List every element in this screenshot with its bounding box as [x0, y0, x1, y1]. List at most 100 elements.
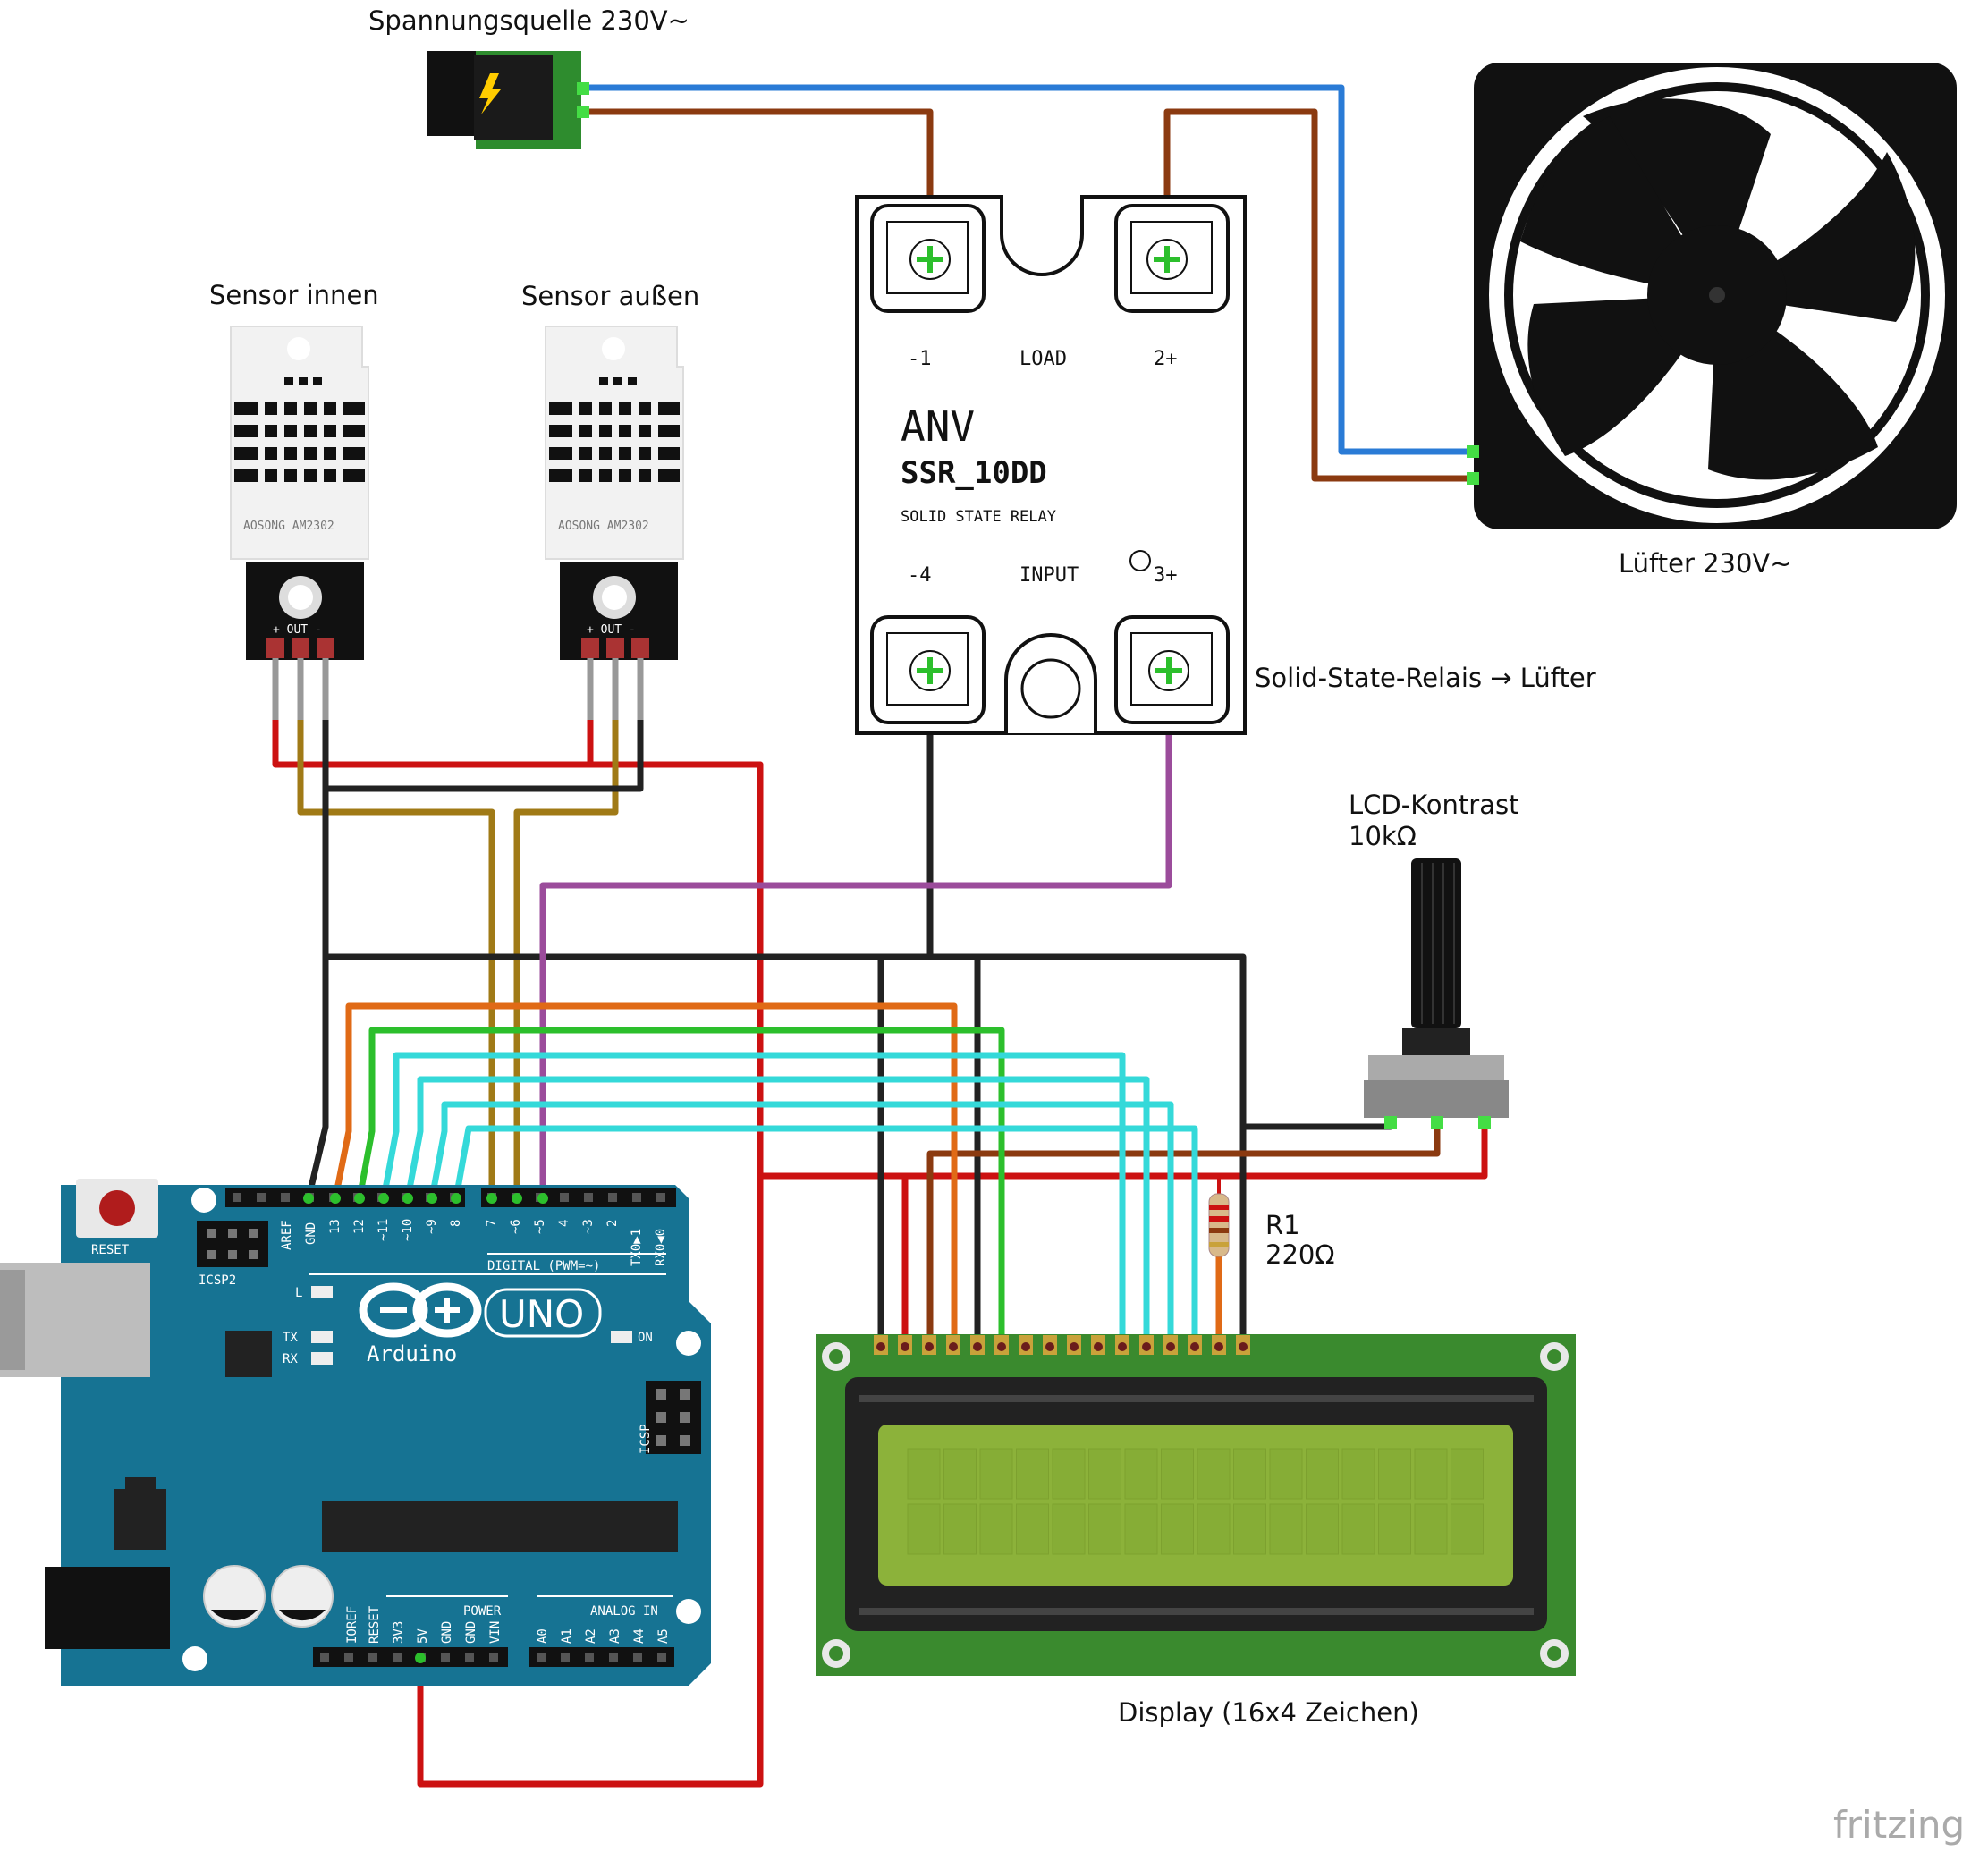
lcd-cell	[1197, 1503, 1231, 1555]
sensor-outside: Sensor außen AOSONG AM2302 + OUT -	[521, 281, 699, 720]
pin-vin-label: VIN	[488, 1621, 503, 1644]
pin-6-label: ~6	[509, 1219, 523, 1234]
pot-knob-ridges	[1421, 863, 1455, 1024]
header-hole	[537, 1653, 546, 1662]
arduino-brand: Arduino	[367, 1341, 457, 1366]
relay-terminal-2	[1114, 204, 1230, 313]
arduino-mount-hole-4	[182, 1646, 207, 1671]
pin-gnd2-label: GND	[440, 1621, 454, 1644]
lcd-cell	[907, 1503, 941, 1555]
lcd-cell	[1052, 1448, 1086, 1500]
lcd-mount-1-center	[829, 1349, 843, 1364]
digital-pin-labels: AREF GND 13 12 ~11 ~10 ~9 8 7 ~6 ~5 4 ~3…	[280, 1219, 668, 1266]
power-source-label: Spannungsquelle 230V~	[368, 5, 689, 36]
sensor-inside-screw-center	[288, 585, 313, 610]
resistor-band-3	[1209, 1228, 1229, 1233]
header-hole	[257, 1193, 266, 1202]
lcd-cell	[1306, 1448, 1339, 1500]
resistor-band-4	[1209, 1242, 1229, 1247]
header-hole	[633, 1653, 642, 1662]
pin-gnd-label: GND	[304, 1222, 318, 1245]
pin-aref-label: AREF	[280, 1220, 294, 1250]
relay-model: SSR_10DD	[901, 455, 1047, 491]
icsp2-header	[197, 1221, 268, 1267]
pot-knob	[1411, 858, 1461, 1028]
pin-5-label: ~5	[533, 1219, 547, 1234]
pin-7-label: 7	[485, 1220, 499, 1227]
header-hole	[489, 1653, 498, 1662]
led-tx-label: TX	[283, 1331, 298, 1345]
sensor-outside-pins-label: + OUT -	[587, 623, 636, 637]
relay-mount-circle	[1020, 658, 1081, 719]
header-hole	[281, 1193, 290, 1202]
jack-pin-2	[577, 106, 589, 118]
transistor-body	[114, 1489, 166, 1550]
pot-pin-2	[1431, 1116, 1443, 1129]
header-hole	[657, 1653, 666, 1662]
wire-relay-fan-brown	[1163, 108, 1475, 482]
lcd-cell	[1233, 1503, 1266, 1555]
sensor-outside-screw-center	[602, 585, 627, 610]
lcd-cell	[1016, 1503, 1049, 1555]
usb-port-edge	[0, 1270, 25, 1370]
pin-4-label: 4	[557, 1220, 571, 1227]
pin-10-label: ~10	[401, 1219, 415, 1241]
lcd-bezel-top	[859, 1395, 1534, 1402]
wires	[272, 84, 1488, 1788]
lcd-cell	[1233, 1448, 1266, 1500]
relay-brand: ANV	[901, 402, 975, 451]
fan-pin-2	[1467, 472, 1479, 485]
lcd-pin-hole	[876, 1342, 885, 1351]
sensor-inside-legs	[272, 658, 329, 720]
wire-d11-d4	[380, 1052, 1126, 1345]
lcd-cell	[1451, 1503, 1484, 1555]
header-hole	[441, 1653, 450, 1662]
led-tx	[311, 1331, 333, 1343]
icsp-header	[646, 1381, 701, 1454]
resistor-band-2	[1209, 1216, 1229, 1222]
reset-button-cap[interactable]	[99, 1190, 135, 1226]
resistor-name: R1	[1265, 1210, 1300, 1240]
lcd-cell	[1016, 1448, 1049, 1500]
pin-3v3-label: 3V3	[392, 1621, 406, 1644]
header-hole	[393, 1653, 402, 1662]
pot-title: LCD-Kontrast	[1349, 790, 1518, 820]
header-hole	[560, 1193, 569, 1202]
resistor-band-1	[1209, 1205, 1229, 1210]
resistor-value: 220Ω	[1265, 1239, 1335, 1270]
lcd-cell	[1378, 1503, 1411, 1555]
power-pin-labels: IOREF RESET 3V3 5V GND GND VIN A0 A1 A2 …	[345, 1605, 671, 1644]
icsp-pins	[656, 1389, 690, 1446]
wire-d9-d6	[428, 1101, 1174, 1345]
fan-pin-1	[1467, 445, 1479, 458]
relay-terminal-4	[870, 615, 986, 724]
sensor-outside-pad-1	[581, 638, 599, 658]
arduino-logo-icon	[359, 1282, 482, 1338]
power-source: Spannungsquelle 230V~	[368, 5, 689, 149]
relay-subtitle: SOLID STATE RELAY	[901, 508, 1056, 526]
potentiometer: LCD-Kontrast 10kΩ	[1349, 790, 1518, 1129]
sensor-inside: Sensor innen AOSONG AM2302 + OUT -	[209, 280, 379, 720]
lcd-cell	[1052, 1503, 1086, 1555]
sensor-inside-label: Sensor innen	[209, 280, 379, 310]
wire-d13-rs	[332, 1002, 958, 1345]
relay-term2-label: 2+	[1154, 348, 1178, 370]
pot-shaft	[1402, 1028, 1470, 1055]
wire-sensor2-gnd	[322, 716, 644, 792]
relay-indicator-led	[1129, 550, 1151, 571]
lcd-pin-hole	[1094, 1342, 1103, 1351]
sensor-inside-pad-1	[266, 638, 284, 658]
relay-terminal-1	[870, 204, 986, 313]
lcd-pin-hole	[1190, 1342, 1199, 1351]
pin-a1-label: A1	[560, 1628, 574, 1644]
wire-d10-d5	[404, 1076, 1150, 1345]
pin-3-label: ~3	[581, 1219, 596, 1234]
lcd-cell	[1378, 1448, 1411, 1500]
wire-mains-blue	[582, 84, 1475, 455]
display-label: Display (16x4 Zeichen)	[1118, 1697, 1419, 1728]
pot-body	[1364, 1080, 1509, 1118]
pin-reset-label: RESET	[368, 1605, 382, 1644]
power-label: POWER	[463, 1604, 502, 1619]
lcd-pin-hole	[949, 1342, 958, 1351]
